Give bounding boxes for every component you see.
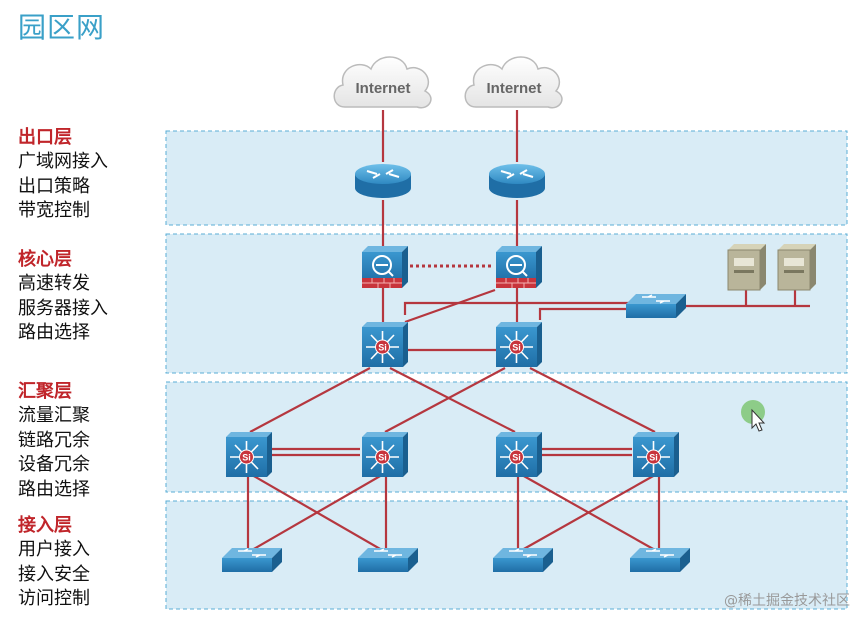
link <box>538 307 660 320</box>
layer-core: 核心层 高速转发 服务器接入 路由选择 <box>18 248 108 346</box>
layer-aggregation: 汇聚层 流量汇聚 链路冗余 设备冗余 路由选择 <box>18 380 90 502</box>
access-switch-4 <box>629 547 691 573</box>
cursor-icon <box>751 408 766 432</box>
server-1 <box>727 244 766 291</box>
router-top <box>355 164 411 184</box>
layer-name: 汇聚层 <box>18 381 72 402</box>
cloud-label: Internet <box>486 80 541 97</box>
layer-egress: 出口层 广域网接入 出口策略 带宽控制 <box>18 126 108 224</box>
link <box>403 301 640 315</box>
layer-item: 访问控制 <box>18 588 90 609</box>
layer-item: 路由选择 <box>18 322 90 343</box>
layer-item: 设备冗余 <box>18 454 90 475</box>
core-switch-right <box>495 321 543 368</box>
layer-item: 路由选择 <box>18 478 90 500</box>
layer-item: 服务器接入 <box>18 297 108 319</box>
layer-item: 广域网接入 <box>18 151 108 172</box>
link <box>249 367 371 433</box>
router-right <box>489 164 545 198</box>
layer-name: 出口层 <box>18 127 72 148</box>
link <box>384 367 506 433</box>
layer-item: 带宽控制 <box>18 200 90 221</box>
links <box>246 110 810 551</box>
firewall-icon <box>362 246 408 252</box>
internet-cloud-right: Internet <box>464 56 563 109</box>
layer-item: 高速转发 <box>18 273 90 294</box>
agg-switch-3 <box>495 431 543 478</box>
server-icon <box>778 244 816 250</box>
layer-item: 流量汇聚 <box>18 405 90 426</box>
link <box>251 474 383 551</box>
firewall-left <box>362 246 408 288</box>
layer-bands <box>165 130 848 610</box>
cloud-icon <box>333 56 432 109</box>
core-switch-left <box>361 321 409 368</box>
access-switch-2 <box>357 547 419 573</box>
watermark: @稀土掘金技术社区 <box>724 593 850 609</box>
server-2 <box>777 244 816 291</box>
layer-item: 链路冗余 <box>18 429 90 451</box>
router-left <box>355 164 411 198</box>
cloud-label: Internet <box>355 80 410 97</box>
link <box>521 474 656 551</box>
layer-item: 出口策略 <box>18 175 90 197</box>
server-icon <box>728 244 766 250</box>
router-top <box>489 164 545 184</box>
access-switch-1 <box>221 547 283 573</box>
agg-switch-2 <box>361 431 409 478</box>
link <box>389 367 516 433</box>
layer-item: 接入安全 <box>18 563 90 585</box>
link <box>529 367 656 433</box>
link <box>404 288 496 324</box>
agg-switch-4 <box>632 431 680 478</box>
firewall-icon <box>496 246 542 252</box>
internet-cloud-left: Internet <box>333 56 432 109</box>
layer-name: 接入层 <box>18 515 72 536</box>
layer-name: 核心层 <box>18 249 72 270</box>
access-switch-3 <box>492 547 554 573</box>
server-switch <box>625 293 687 319</box>
firewall-right <box>496 246 542 288</box>
layer-item: 用户接入 <box>18 539 90 560</box>
cloud-icon <box>464 56 563 109</box>
page-title: 园区网 <box>18 11 106 44</box>
layer-access: 接入层 用户接入 接入安全 访问控制 <box>18 514 90 612</box>
agg-switch-1 <box>225 431 273 478</box>
